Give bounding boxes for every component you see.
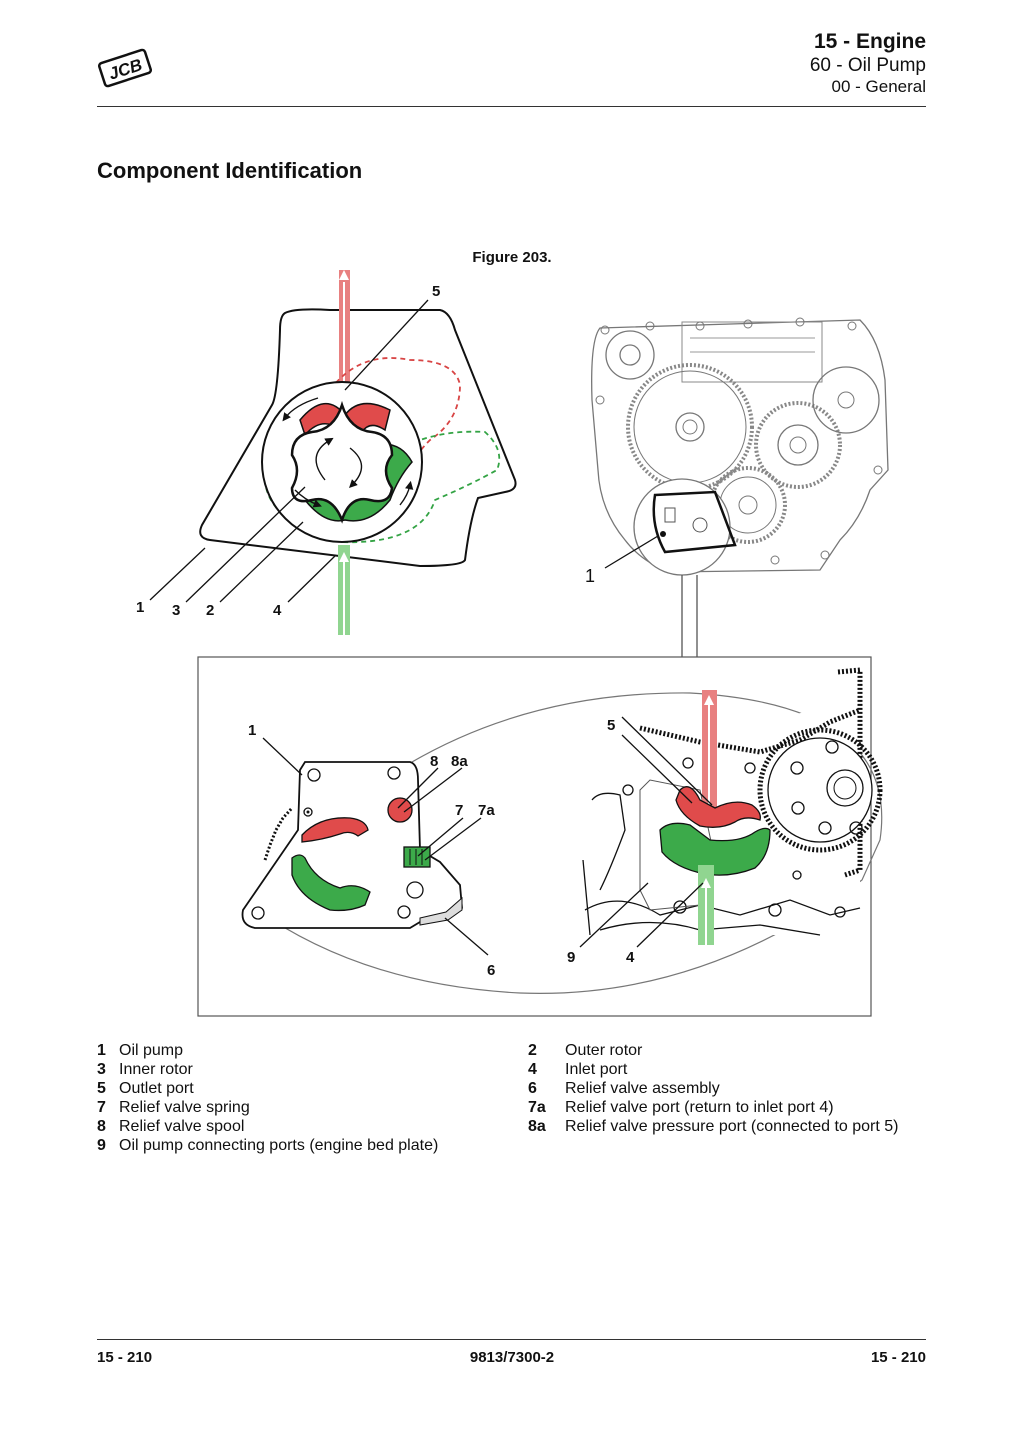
- callout-4-detail: 4: [626, 949, 635, 966]
- callout-2: 2: [206, 602, 214, 619]
- callout-7a: 7a: [478, 802, 495, 819]
- callout-9: 9: [567, 949, 575, 966]
- callout-7: 7: [455, 802, 463, 819]
- chapter-title: 15 - Engine: [813, 30, 926, 53]
- page-title: Component Identification: [97, 158, 363, 183]
- document-number: 9813/7300-2: [469, 1349, 555, 1366]
- section-title: 60 - Oil Pump: [809, 55, 926, 76]
- jcb-logo: JCB: [97, 48, 153, 88]
- page-number-right: 15 - 210: [870, 1349, 926, 1366]
- engine-front-view: 1: [585, 317, 889, 660]
- callout-8a: 8a: [451, 753, 468, 770]
- header-titles: 15 - Engine 60 - Oil Pump 00 - General: [810, 29, 926, 97]
- callout-5: 5: [432, 283, 440, 300]
- pump-section-diagram: 5 1 3 2 4: [136, 270, 517, 635]
- header-divider: [97, 106, 926, 107]
- pump-detail-view: 1 8 8a 7 7a 6: [241, 667, 883, 994]
- figure-caption: Figure 203.: [472, 249, 552, 266]
- callout-3: 3: [172, 602, 180, 619]
- footer-divider: [97, 1339, 926, 1340]
- subsection-title: 00 - General: [831, 77, 927, 96]
- callout-5-detail: 5: [607, 717, 615, 734]
- callout-1-detail: 1: [248, 722, 256, 739]
- oil-pump-figure: 5 1 3 2 4: [136, 270, 889, 1017]
- callout-6: 6: [487, 962, 495, 979]
- callout-1: 1: [136, 599, 144, 616]
- callout-8: 8: [430, 753, 438, 770]
- callout-4: 4: [273, 602, 282, 619]
- callout-1-engine: 1: [585, 566, 595, 586]
- page-number-left: 15 - 210: [97, 1349, 153, 1366]
